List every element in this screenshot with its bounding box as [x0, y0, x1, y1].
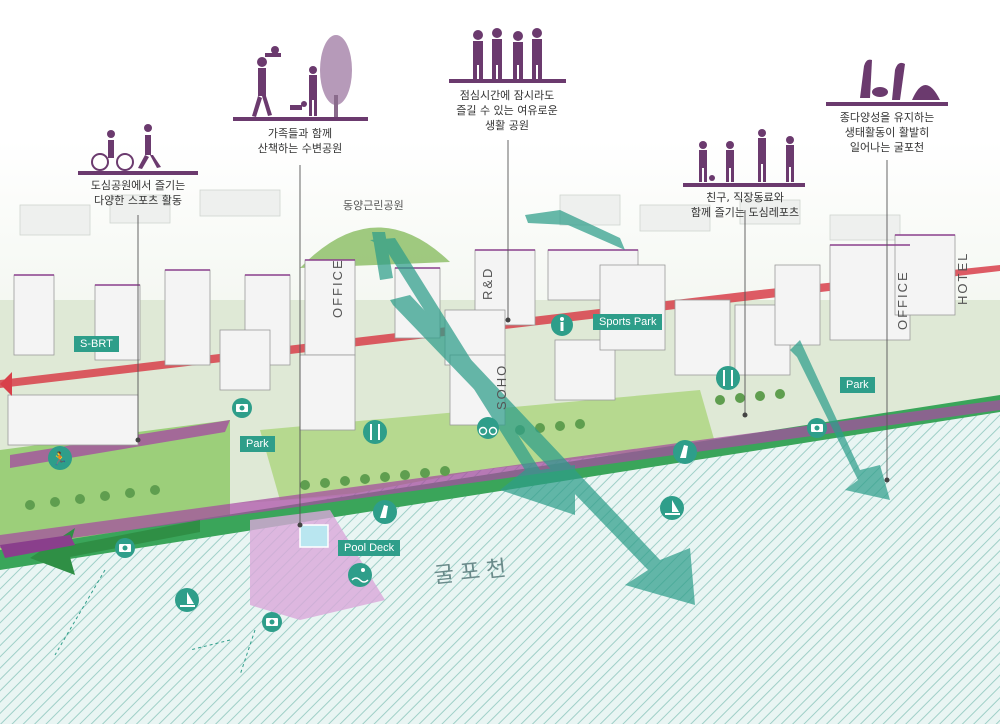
annotation-line: 즐길 수 있는 여유로운	[456, 104, 558, 117]
birds-icon	[860, 59, 940, 100]
sign-hotel: HOTEL	[955, 251, 970, 305]
annotation-line: 생활 공원	[485, 119, 529, 132]
dining-icon	[716, 366, 740, 390]
family-walk-icon	[252, 35, 352, 117]
people-group-icon	[473, 28, 542, 80]
central-lawn	[260, 390, 720, 500]
cycling-icon	[477, 417, 499, 439]
sign-office-b: OFFICE	[895, 270, 910, 330]
sailboat-icon	[660, 496, 684, 520]
annotation-line: 가족들과 함께	[267, 127, 333, 140]
tag-park-left: Park	[240, 436, 275, 452]
annotation-waterfront-walk: 가족들과 함께 산책하는 수변공원	[225, 126, 375, 156]
annotation-ecology: 종다양성을 유지하는 생태활동이 활발히 일어나는 굴포천	[812, 110, 962, 155]
flow-arrows	[370, 210, 890, 605]
svg-text:🏃: 🏃	[52, 451, 68, 467]
background-blocks	[19, 189, 901, 241]
tag-s-brt: S-BRT	[74, 336, 119, 352]
annotation-line: 다양한 스포츠 활동	[94, 194, 182, 207]
camera-icon	[232, 398, 252, 418]
camera-icon	[115, 538, 135, 558]
annotation-line: 점심시간에 잠시라도	[459, 89, 555, 102]
flow-arrow-hill	[372, 232, 393, 280]
cyclist-runner-icon	[91, 124, 161, 171]
dining-icon	[363, 420, 387, 444]
annotation-line: 친구, 직장동료와	[706, 191, 784, 204]
walking-icon	[551, 314, 573, 336]
sign-office-a: OFFICE	[330, 258, 345, 318]
annotation-sports-activities: 도심공원에서 즐기는 다양한 스포츠 활동	[68, 178, 208, 208]
camera-icon	[807, 418, 827, 438]
leader-dots	[135, 317, 890, 528]
swimming-icon	[348, 563, 372, 587]
pool	[299, 524, 329, 548]
red-arrow-left	[0, 372, 12, 396]
sports-group-icon	[699, 129, 794, 182]
flow-arrow-diagonal	[390, 295, 695, 605]
sailboat-icon	[175, 588, 199, 612]
sign-rnd: R&D	[480, 266, 495, 300]
purple-arrow-left	[0, 535, 75, 558]
flow-arrow-right	[790, 340, 890, 500]
annotation-line: 일어나는 굴포천	[849, 141, 925, 154]
flow-arrow-upper	[525, 210, 625, 250]
running-icon: 🏃	[48, 446, 72, 470]
tag-pool-deck: Pool Deck	[338, 540, 401, 556]
leader-lines	[137, 140, 888, 525]
annotation-line: 함께 즐기는 도심레포츠	[690, 206, 800, 219]
annotation-lunch-park: 점심시간에 잠시라도 즐길 수 있는 여유로운 생활 공원	[432, 88, 582, 133]
annotation-office-leisure: 친구, 직장동료와 함께 즐기는 도심레포츠	[670, 190, 820, 220]
magenta-path-river	[0, 400, 1000, 548]
park-name-label: 동양근린공원	[343, 199, 404, 212]
heron-icon	[673, 440, 697, 464]
annotation-line: 생태활동이 활발히	[844, 126, 930, 139]
tag-sports-park: Sports Park	[593, 314, 663, 330]
map-icons: 🏃	[48, 314, 827, 632]
camera-icon	[262, 612, 282, 632]
annotation-bars	[78, 79, 948, 187]
dashed-water-paths	[54, 569, 256, 676]
annotation-line: 종다양성을 유지하는	[839, 111, 935, 124]
annotation-line: 산책하는 수변공원	[257, 142, 343, 155]
green-arrow-left	[30, 520, 200, 575]
annotation-line: 도심공원에서 즐기는	[90, 179, 186, 192]
heron-icon	[373, 500, 397, 524]
sign-soho: SOHO	[494, 363, 509, 410]
river-water	[0, 410, 1000, 724]
tag-park-right: Park	[840, 377, 875, 393]
pool-deck-area	[250, 510, 385, 620]
